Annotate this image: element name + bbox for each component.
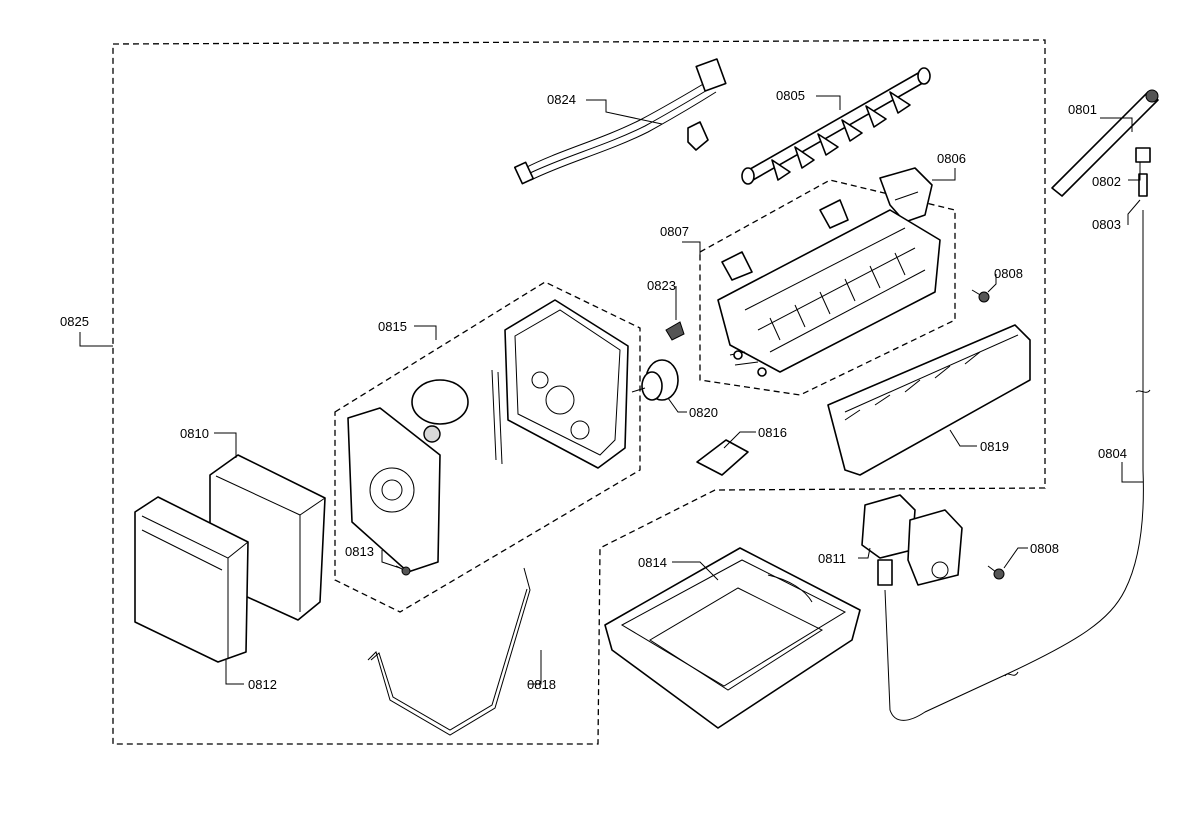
leader-0812 [225, 660, 244, 685]
leader-0813 [381, 550, 401, 569]
label-0818: 0818 [527, 677, 556, 692]
leader-0820 [667, 397, 687, 413]
leader-0810 [214, 432, 237, 458]
leader-0807 [682, 241, 701, 256]
motor-0820-part [631, 359, 679, 401]
ejector-shaft-part [741, 67, 931, 185]
label-0810: 0810 [180, 426, 209, 441]
clip-0823-part [665, 321, 685, 341]
leader-0805 [816, 95, 841, 110]
label-0808-lower: 0808 [1030, 541, 1059, 556]
box-0812-part [134, 496, 249, 663]
leader-0808a [987, 274, 997, 293]
leader-0803 [1127, 199, 1141, 225]
label-0814: 0814 [638, 555, 667, 570]
label-0811: 0811 [818, 551, 846, 566]
label-0823: 0823 [647, 278, 676, 293]
ice-bucket-0814-part [604, 547, 861, 729]
leader-0819 [949, 429, 977, 447]
label-0815: 0815 [378, 319, 407, 334]
wire-arm-0818-part [367, 567, 531, 736]
label-0812: 0812 [248, 677, 277, 692]
label-0824: 0824 [547, 92, 576, 107]
label-0801: 0801 [1068, 102, 1097, 117]
water-valve-0811-part [861, 494, 963, 586]
label-0813: 0813 [345, 544, 374, 559]
label-0807: 0807 [660, 224, 689, 239]
leader-0806 [932, 168, 956, 181]
leader-0818 [528, 650, 542, 685]
label-0805: 0805 [776, 88, 805, 103]
leader-0811 [858, 547, 871, 559]
subassembly-boundary-0807 [699, 179, 956, 396]
label-0825: 0825 [60, 314, 89, 329]
cover-0819-part [827, 324, 1031, 476]
label-0820: 0820 [689, 405, 718, 420]
leader-0804 [1121, 462, 1143, 483]
wire-harness-part [513, 58, 727, 185]
leader-0802 [1128, 162, 1141, 181]
assembly-boundary-0825 [112, 39, 1046, 745]
leader-0816 [723, 431, 756, 449]
fitting-0803-part [1138, 173, 1148, 197]
label-0803: 0803 [1092, 217, 1121, 232]
leader-0808b [1003, 547, 1028, 569]
label-0804: 0804 [1098, 446, 1127, 461]
ice-mold-part [717, 199, 941, 377]
bracket-0806-part [879, 167, 933, 223]
screw-0808-upper-part [971, 289, 990, 303]
plate-0816-part [696, 439, 749, 476]
screw-0808-lower-part [987, 565, 1005, 580]
label-0816: 0816 [758, 425, 787, 440]
control-module-part [347, 299, 629, 573]
leader-0801 [1100, 117, 1133, 132]
label-0806: 0806 [937, 151, 966, 166]
leader-0815 [414, 325, 437, 340]
fitting-0802-part [1135, 147, 1151, 163]
label-0808-upper: 0808 [994, 266, 1023, 281]
subassembly-boundary-0815 [334, 281, 641, 613]
label-0819: 0819 [980, 439, 1009, 454]
leader-0824 [586, 99, 663, 125]
leader-0814 [672, 561, 719, 581]
label-0802: 0802 [1092, 174, 1121, 189]
leader-0825 [79, 332, 113, 347]
water-tube-0804-part [884, 210, 1151, 721]
